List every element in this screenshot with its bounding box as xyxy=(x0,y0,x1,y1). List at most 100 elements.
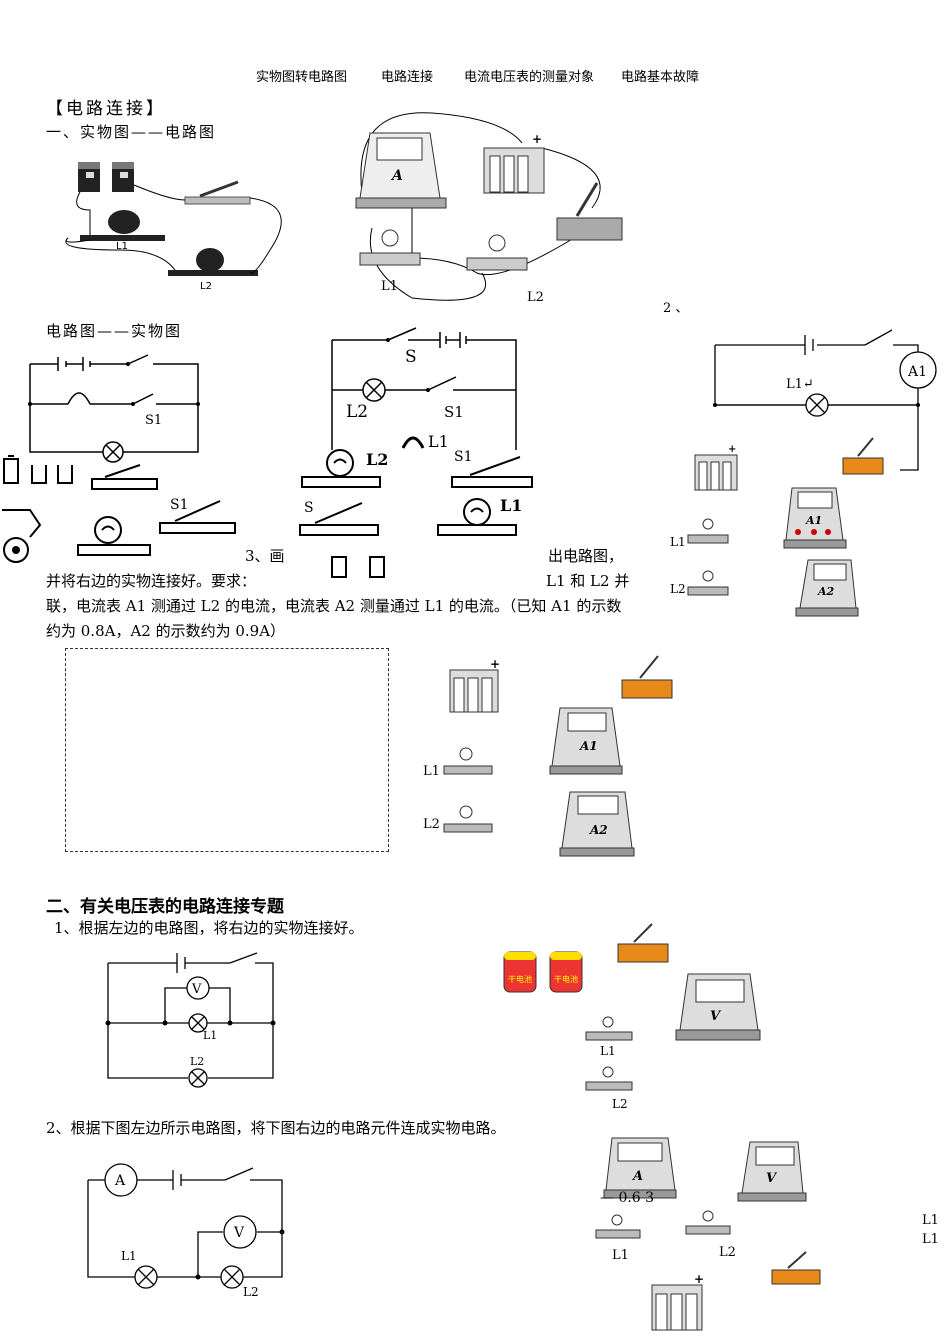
svg-text:L1: L1 xyxy=(670,535,686,549)
svg-text:L2: L2 xyxy=(670,582,686,596)
lamp-l2-icon xyxy=(301,449,381,488)
switch-icon xyxy=(621,655,673,699)
item-3-mid: 出电路图， xyxy=(548,547,624,565)
battery-pack-icon: + xyxy=(483,132,545,194)
header-nav-3: 电流电压表的测量对象 xyxy=(464,70,595,85)
svg-text:A: A xyxy=(114,1173,126,1189)
label-l1-edge-2: L1 xyxy=(922,1232,939,1247)
switch-icon xyxy=(842,437,884,475)
battery-icon xyxy=(78,162,134,192)
real-circuit-2: A + xyxy=(355,112,623,301)
lamp-l2-icon xyxy=(687,570,729,596)
section-title: 【电路连接】 xyxy=(46,99,166,119)
lamp-l2-icon xyxy=(685,1210,731,1235)
label-l1: L1 xyxy=(116,241,128,252)
switch-icon xyxy=(159,500,236,534)
switch-icon xyxy=(556,182,623,241)
switch-icon xyxy=(771,1251,821,1285)
ammeter-a1-icon: A1 xyxy=(549,707,623,775)
objects-q3: + A1 A2 L1 L2 xyxy=(423,655,673,857)
item-3-line2b: L1 和 L2 并 xyxy=(546,572,630,590)
item-2: 2 、 xyxy=(663,301,689,316)
lamp-icon xyxy=(77,516,151,556)
ammeter-icon: A xyxy=(603,1137,677,1199)
svg-text:+: + xyxy=(728,444,736,455)
svg-text:S: S xyxy=(304,500,314,516)
svg-text:A1: A1 xyxy=(805,514,822,527)
label-l1-edge: L1 xyxy=(922,1213,939,1228)
svg-text:A1: A1 xyxy=(579,739,598,753)
label-l1: L1 xyxy=(612,1248,629,1263)
circuit-diagram-v2: A V L1 L2 xyxy=(87,1163,285,1299)
svg-text:A2: A2 xyxy=(817,585,835,598)
svg-text:L1: L1 xyxy=(121,1249,137,1263)
svg-text:L1↵: L1↵ xyxy=(786,377,814,392)
svg-text:A1: A1 xyxy=(907,364,927,380)
label-l2: L2 xyxy=(527,290,544,305)
battery-pack-icon: + xyxy=(449,657,500,713)
bell-icon xyxy=(2,509,42,563)
svg-text:L2: L2 xyxy=(243,1285,259,1299)
svg-text:L1: L1 xyxy=(203,1029,217,1042)
svg-text:V: V xyxy=(710,1009,722,1024)
svg-text:L2: L2 xyxy=(366,450,388,469)
svg-text:A: A xyxy=(631,1169,643,1184)
svg-text:A: A xyxy=(390,168,403,184)
switch-icon xyxy=(184,180,251,205)
svg-text:S1: S1 xyxy=(454,449,473,465)
lamp-l1-icon xyxy=(359,229,421,266)
svg-text:L2: L2 xyxy=(190,1055,204,1068)
svg-text:+: + xyxy=(694,1272,704,1286)
svg-text:L1: L1 xyxy=(423,764,440,779)
lamp-l1-icon xyxy=(443,747,493,775)
section2-q1: 1、根据左边的电路图，将右边的实物连接好。 xyxy=(54,919,364,937)
ammeter-icon: A xyxy=(355,132,447,209)
svg-text:S: S xyxy=(405,347,417,367)
lamp-l2-icon xyxy=(466,234,528,271)
svg-text:+: + xyxy=(490,657,500,671)
section2-title: 二、有关电压表的电路连接专题 xyxy=(46,897,284,917)
answer-box[interactable] xyxy=(65,648,389,852)
objects-v2: A V + xyxy=(595,1137,821,1331)
svg-text:干电池: 干电池 xyxy=(554,974,578,984)
svg-text:S1: S1 xyxy=(170,497,189,513)
svg-text:L2: L2 xyxy=(612,1097,628,1111)
real-circuit-1: L1 L2 xyxy=(65,162,282,292)
svg-text:干电池: 干电池 xyxy=(508,974,532,984)
switch-s-icon xyxy=(299,502,379,536)
ammeter-a1-icon: A1 xyxy=(783,487,847,549)
label-l1: L1 xyxy=(381,279,398,294)
switch-s1-icon xyxy=(451,456,533,488)
lamp-l1-icon xyxy=(595,1214,641,1239)
lamp-l1-icon xyxy=(437,498,517,536)
svg-text:L2: L2 xyxy=(423,817,440,832)
section2-q2: 2、根据下图左边所示电路图，将下图右边的电路元件连成实物电路。 xyxy=(46,1119,506,1137)
item-3-line2a: 并将右边的实物连接好。要求： xyxy=(46,572,257,590)
battery-pack-icon: + xyxy=(694,444,738,491)
ammeter-a2-icon: A2 xyxy=(559,791,635,857)
circuit-diagram-1: S1 xyxy=(28,354,200,463)
header-nav-4: 电路基本故障 xyxy=(621,70,700,85)
label-l2: L2 xyxy=(200,281,212,292)
item-3-line3: 联，电流表 A1 测通过 L2 的电流，电流表 A2 测量通过 L1 的电流。（… xyxy=(46,597,622,615)
label-l2: L2 xyxy=(719,1245,736,1260)
subsection-2: 电路图——实物图 xyxy=(46,322,183,340)
lamp-l2-icon xyxy=(443,805,493,833)
lamp-l1-icon xyxy=(687,518,729,544)
switch-icon xyxy=(91,464,158,490)
header-nav-2: 电路连接 xyxy=(381,70,434,85)
lamp-l2-icon xyxy=(585,1066,633,1091)
ammeter-a2-icon: A2 xyxy=(795,559,859,617)
svg-text:L2: L2 xyxy=(346,402,368,422)
circuit-diagram-v1: V L1 L2 xyxy=(105,952,276,1088)
voltmeter-icon: V xyxy=(675,973,761,1041)
svg-text:V: V xyxy=(766,1171,778,1186)
svg-text:A2: A2 xyxy=(589,823,608,837)
voltmeter-icon: V xyxy=(737,1141,807,1202)
subsection-1: 一、实物图——电路图 xyxy=(46,123,217,141)
svg-text:V: V xyxy=(233,1225,245,1241)
svg-text:V: V xyxy=(191,982,202,997)
switch-icon xyxy=(617,923,669,963)
objects-v1: 干电池 干电池 V L1 L2 xyxy=(503,923,761,1111)
svg-text:+: + xyxy=(532,132,542,146)
